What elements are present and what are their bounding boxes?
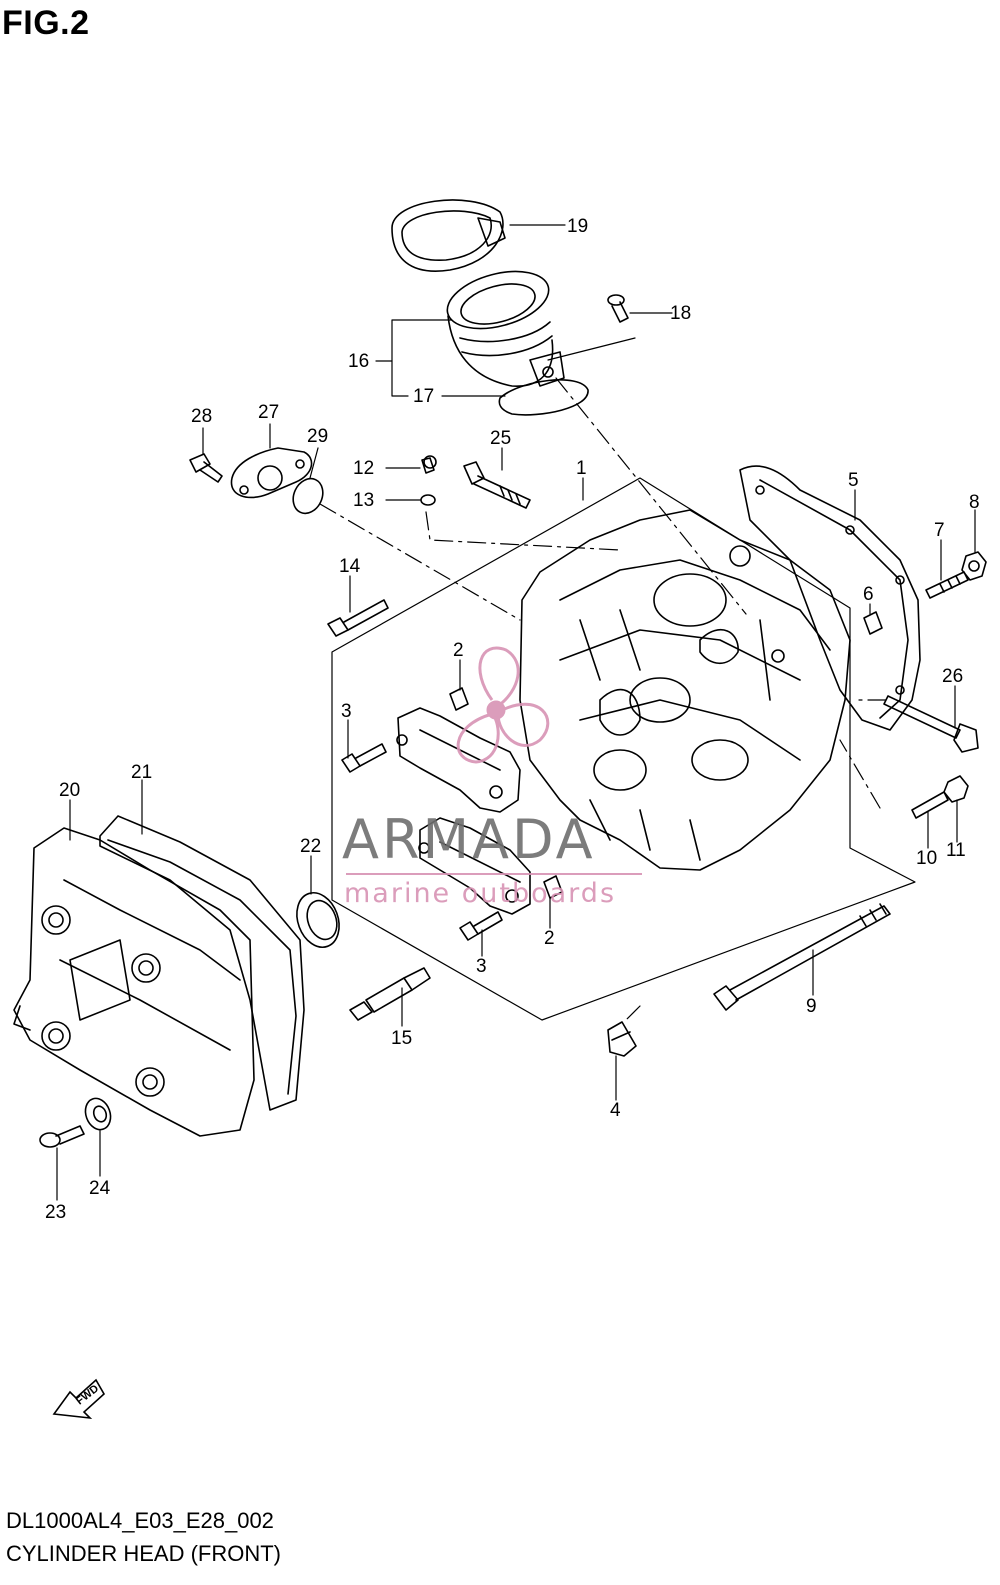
alignment-lines [319,377,887,1021]
callout-3-upper: 3 [341,701,352,722]
callout-11: 11 [946,840,966,861]
watermark-brand: ARMADA [342,808,596,871]
cam-cap-lower [418,817,531,915]
callout-26: 26 [942,666,963,687]
callout-17: 17 [413,386,434,407]
bolt-3-lower [459,911,503,941]
bolt-23 [39,1125,85,1148]
bolt-26 [883,695,979,753]
forward-arrow-icon: FWD [52,1378,106,1420]
callout-27: 27 [258,402,279,423]
drawing-caption: CYLINDER HEAD (FRONT) [6,1541,282,1566]
head-cover-gasket [99,815,305,1111]
callout-21: 21 [131,762,152,783]
stud-7 [925,571,969,599]
callout-16: 16 [348,351,369,372]
callout-22: 22 [300,836,321,857]
callout-23: 23 [45,1202,66,1223]
callout-15: 15 [391,1028,412,1049]
callout-4: 4 [610,1100,621,1121]
bolt-25 [463,461,531,509]
dowel-2-upper [449,687,469,711]
stud-10 [911,791,949,819]
callout-24: 24 [89,1178,111,1199]
dowel-2-lower [543,875,563,899]
callout-10: 10 [916,848,937,869]
callout-6: 6 [863,584,874,605]
bolt-28 [189,453,223,483]
assembly-outline [331,477,916,1021]
dowel-6 [863,611,883,635]
callout-7: 7 [934,520,945,541]
plate-27 [230,447,313,499]
watermark: ARMADA marine outboards [342,646,642,909]
intake-clamp [391,199,506,272]
head-cover [13,827,255,1137]
callout-8: 8 [969,492,980,513]
watermark-logo [456,646,550,764]
callout-28: 28 [191,406,212,427]
washer-13 [420,494,436,506]
callout-2-upper: 2 [453,640,464,661]
nut-11 [943,775,969,803]
watermark-tagline: marine outboards [344,878,616,909]
drawing-code: DL1000AL4_E03_E28_002 [6,1508,274,1533]
callout-labels: 1 2 2 3 3 4 5 6 7 8 9 10 11 12 13 14 15 … [45,216,980,1223]
callout-1: 1 [576,458,587,479]
nut-8 [961,551,987,581]
callout-25: 25 [490,428,511,449]
callout-19: 19 [567,216,588,237]
leader-lines [56,224,976,1201]
cam-cap-upper [396,707,521,813]
callout-12: 12 [353,458,374,479]
bolt-12 [421,455,437,474]
guide-4 [607,1021,637,1057]
callout-9: 9 [806,996,817,1017]
callout-3-lower: 3 [476,956,487,977]
intake-pipe [446,270,565,387]
spark-plug-15 [349,967,431,1021]
callout-29: 29 [307,426,328,447]
intake-o-ring [498,379,589,416]
seal-22 [296,892,340,948]
o-ring-29 [292,477,324,515]
callout-20: 20 [59,780,80,801]
figure-title: FIG.2 [2,4,90,42]
gasket-5 [739,465,921,731]
callout-14: 14 [339,556,361,577]
bolt-9 [713,903,891,1011]
callout-13: 13 [353,490,374,511]
callout-2-lower: 2 [544,928,555,949]
screw-18 [607,294,629,323]
cylinder-head [519,509,851,871]
bolt-3-upper [341,743,387,773]
grommet-24 [84,1097,112,1131]
bolt-14 [327,599,389,637]
callout-18: 18 [670,303,691,324]
callout-5: 5 [848,470,859,491]
